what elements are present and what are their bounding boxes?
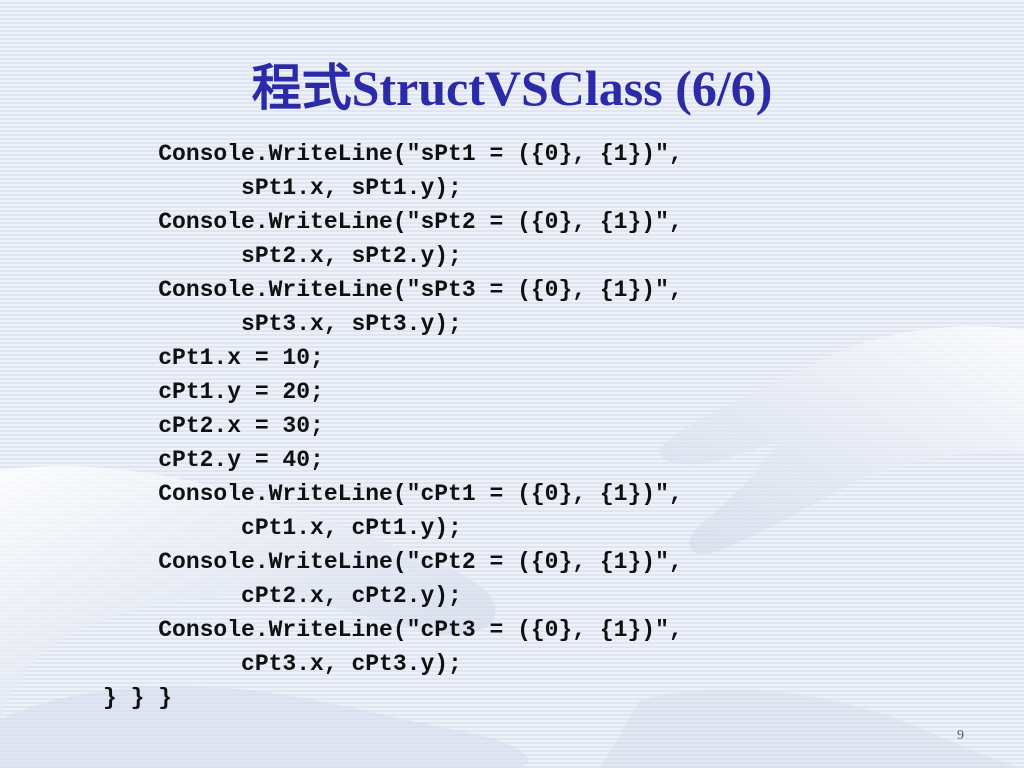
left-arm-shape <box>0 466 496 720</box>
code-line: cPt3.x, cPt3.y); <box>103 651 462 677</box>
code-line: cPt2.x = 30; <box>103 413 324 439</box>
code-line: } } } <box>103 685 173 711</box>
code-line: sPt1.x, sPt1.y); <box>103 175 462 201</box>
code-line: Console.WriteLine("sPt1 = ({0}, {1})", <box>103 141 683 167</box>
code-line: Console.WriteLine("sPt3 = ({0}, {1})", <box>103 277 683 303</box>
code-line: sPt2.x, sPt2.y); <box>103 243 462 269</box>
code-line: Console.WriteLine("cPt3 = ({0}, {1})", <box>103 617 683 643</box>
page-number: 9 <box>957 728 964 743</box>
code-line: Console.WriteLine("sPt2 = ({0}, {1})", <box>103 209 683 235</box>
code-line: cPt1.x, cPt1.y); <box>103 515 462 541</box>
code-line: Console.WriteLine("cPt2 = ({0}, {1})", <box>103 549 683 575</box>
code-line: cPt1.x = 10; <box>103 345 324 371</box>
code-block: Console.WriteLine("sPt1 = ({0}, {1})", s… <box>103 137 683 715</box>
code-line: sPt3.x, sPt3.y); <box>103 311 462 337</box>
slide-title: 程式StructVSClass (6/6) <box>251 60 773 116</box>
code-line: Console.WriteLine("cPt1 = ({0}, {1})", <box>103 481 683 507</box>
left-arm-lower-shape <box>0 686 528 768</box>
code-line: cPt2.y = 40; <box>103 447 324 473</box>
shadow-shape <box>600 689 1024 768</box>
code-line: cPt1.y = 20; <box>103 379 324 405</box>
right-hand-shape <box>660 326 1024 555</box>
code-line: cPt2.x, cPt2.y); <box>103 583 462 609</box>
